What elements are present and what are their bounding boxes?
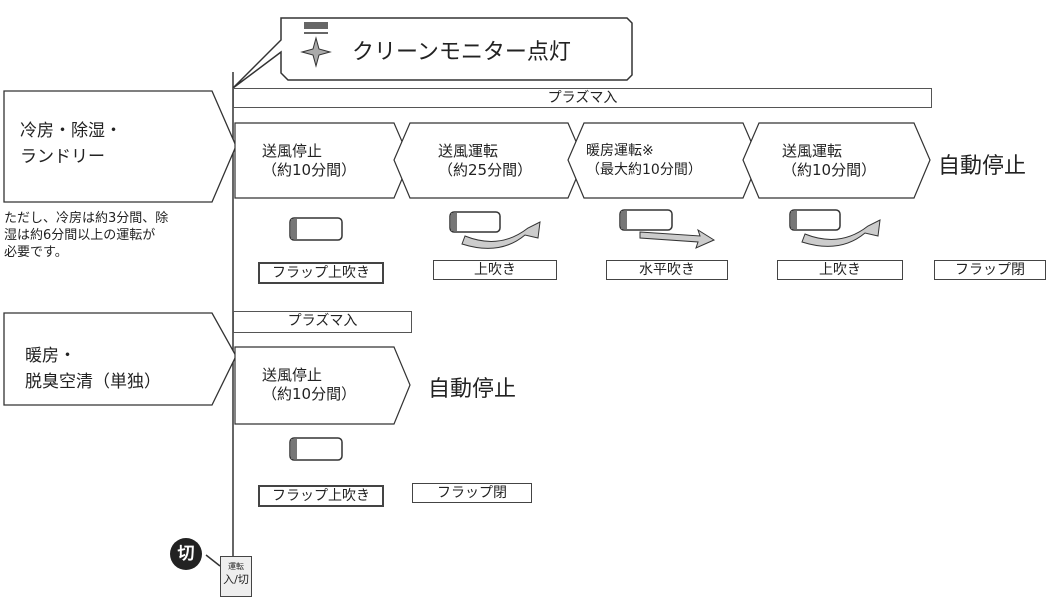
cool-label-up-blow-2: 上吹き <box>777 260 903 280</box>
cool-label-flap-close: フラップ閉 <box>934 260 1046 280</box>
cool-auto-stop: 自動停止 <box>938 154 1027 179</box>
cool-step-2-duration: （約25分間） <box>438 161 533 179</box>
cool-step-1-title: 送風停止 <box>262 142 323 160</box>
cool-step-3-text: 暖房運転※ （最大約10分間） <box>586 142 702 180</box>
power-button-line1: 運転 <box>228 562 244 571</box>
callout-box <box>232 17 633 89</box>
mode-cool-box <box>3 90 237 203</box>
off-badge: 切 <box>170 538 202 570</box>
heat-step-1-text: 送風停止 （約10分間） <box>262 366 356 404</box>
cool-step-3-title: 暖房運転※ <box>586 143 654 159</box>
note-line-2: 湿は約6分間以上の運転が <box>4 228 156 243</box>
cool-step-4-duration: （約10分間） <box>782 161 877 179</box>
cool-label-flap-up: フラップ上吹き <box>258 262 384 284</box>
cool-step-3-box <box>567 122 760 199</box>
ac-unit-icon-flap-up-heat <box>289 437 343 461</box>
mode-heat-box <box>3 312 237 406</box>
cool-step-4-text: 送風運転 （約10分間） <box>782 142 876 180</box>
ac-unit-icon-horizontal <box>619 209 716 249</box>
mode-heat-title-line1: 暖房・ <box>25 346 76 366</box>
cool-label-horizontal: 水平吹き <box>606 260 728 280</box>
ac-unit-icon-up-blow-2 <box>789 209 881 247</box>
cool-step-2-title: 送風運転 <box>438 142 499 160</box>
mode-heat-title-line2: 脱臭空清（単独） <box>25 372 161 392</box>
cool-step-2-box <box>393 122 585 199</box>
note-line-1: ただし、冷房は約3分間、除 <box>4 211 169 226</box>
cool-step-2-text: 送風運転 （約25分間） <box>438 142 532 180</box>
cool-step-3-duration: （最大約10分間） <box>586 162 702 178</box>
heat-step-1-box <box>234 346 411 425</box>
ac-unit-icon-flap-up <box>289 217 343 241</box>
mode-cool-title-line1: 冷房・除湿・ <box>20 121 122 141</box>
mode-cool-title: 冷房・除湿・ ランドリー <box>20 118 122 170</box>
cool-step-4-box <box>742 122 931 199</box>
mode-heat-title: 暖房・ 脱臭空清（単独） <box>25 343 161 395</box>
cool-step-4-title: 送風運転 <box>782 142 843 160</box>
ac-unit-icon-up-blow-1 <box>449 211 541 249</box>
mode-cool-title-line2: ランドリー <box>20 147 105 167</box>
mode-cool-note: ただし、冷房は約3分間、除 湿は約6分間以上の運転が 必要です。 <box>4 210 168 261</box>
heat-step-1-title: 送風停止 <box>262 366 323 384</box>
heat-auto-stop: 自動停止 <box>428 377 517 402</box>
heat-label-flap-close: フラップ閉 <box>412 483 532 503</box>
cool-label-up-blow-1: 上吹き <box>433 260 557 280</box>
sparkle-monitor-icon <box>300 22 332 68</box>
plasma-bar-cool: プラズマ入 <box>233 88 932 108</box>
heat-label-flap-up: フラップ上吹き <box>258 485 384 507</box>
note-line-3: 必要です。 <box>4 245 68 260</box>
power-button-line2: 入/切 <box>223 573 249 586</box>
heat-step-1-duration: （約10分間） <box>262 385 357 403</box>
cool-step-1-text: 送風停止 （約10分間） <box>262 142 356 180</box>
cool-step-1-duration: （約10分間） <box>262 161 357 179</box>
callout-text: クリーンモニター点灯 <box>352 40 571 65</box>
plasma-bar-heat: プラズマ入 <box>233 311 412 333</box>
power-button[interactable]: 運転 入/切 <box>220 556 252 597</box>
